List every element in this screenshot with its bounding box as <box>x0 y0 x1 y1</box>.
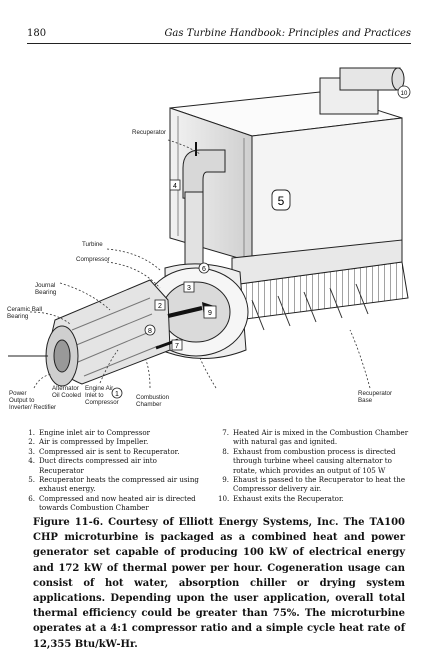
label-journal-bearing: Journal Bearing <box>35 282 57 296</box>
legend-item: 9.Ehaust is passed to the Recuperator to… <box>222 475 406 494</box>
flow-arrow-exhaust <box>167 306 203 318</box>
legend-item: 5.Recuperator heats the compressed air u… <box>28 475 199 494</box>
marker-9: 9 <box>203 305 217 319</box>
marker-2: 2 <box>154 299 166 311</box>
label-combustion-chamber: Combustion Chamber <box>136 394 170 408</box>
microturbine-illustration: 1 2 3 4 5 6 7 8 9 10 <box>8 67 411 399</box>
svg-text:6: 6 <box>202 266 206 273</box>
running-header-title: Gas Turbine Handbook: Principles and Pra… <box>164 28 411 39</box>
marker-8: 8 <box>144 324 156 336</box>
legend-right-column: 7.Heated Air is mixed in the Combustion … <box>218 428 414 503</box>
legend-item: 4.Duct directs compressed air into Recup… <box>28 456 157 475</box>
legend-item: 7.Heated Air is mixed in the Combustion … <box>222 428 409 447</box>
label-power-output: Power Output to Inverter/ Rectifier <box>9 390 57 411</box>
header-rule <box>27 43 411 44</box>
label-alternator: Alternator Oil Cooled <box>52 385 81 399</box>
label-recuperator-base: Recuperator Base <box>358 390 393 404</box>
label-engine-air-inlet: Engine Air Inlet to Compressor <box>85 385 119 406</box>
svg-text:7: 7 <box>175 343 179 350</box>
label-compressor: Compressor <box>76 256 110 263</box>
svg-text:10: 10 <box>401 91 408 97</box>
svg-text:8: 8 <box>148 328 152 335</box>
svg-text:3: 3 <box>187 285 191 292</box>
legend-item: 2.Air is compressed by Impeller. <box>28 437 149 447</box>
legend-item: 8.Exhaust from combustion process is dir… <box>222 446 396 475</box>
svg-text:1: 1 <box>115 391 119 398</box>
marker-6: 6 <box>198 262 210 274</box>
marker-10: 10 <box>397 85 411 99</box>
legend-item: 10.Exhaust exits the Recuperator. <box>218 493 344 503</box>
marker-1: 1 <box>111 387 123 399</box>
svg-text:5: 5 <box>278 194 285 208</box>
marker-5: 5 <box>271 189 291 211</box>
svg-text:9: 9 <box>208 310 212 317</box>
legend-item: 3.Compressed air is sent to Recuperator. <box>28 446 180 456</box>
label-ceramic-ball-bearing: Ceramic Ball Bearing <box>7 306 43 320</box>
marker-3: 3 <box>183 281 195 293</box>
figure-caption: Figure 11-6. Courtesy of Elliott Energy … <box>33 517 405 650</box>
marker-7: 7 <box>171 339 183 351</box>
legend-item: 1.Engine inlet air to Compressor <box>28 428 151 437</box>
label-recuperator: Recuperator <box>132 129 167 136</box>
svg-text:2: 2 <box>158 303 162 310</box>
page-number: 180 <box>27 28 47 39</box>
legend-item: 6.Compressed and now heated air is direc… <box>28 493 196 513</box>
compressor-duct <box>182 149 226 201</box>
step-markers: 1 2 3 4 5 6 7 8 9 10 <box>111 85 411 399</box>
label-turbine: Turbine <box>82 241 103 248</box>
marker-4: 4 <box>169 179 181 191</box>
legend-left-column: 1.Engine inlet air to Compressor 2.Air i… <box>24 428 202 513</box>
recuperator-side <box>251 117 403 263</box>
svg-text:4: 4 <box>173 183 177 190</box>
